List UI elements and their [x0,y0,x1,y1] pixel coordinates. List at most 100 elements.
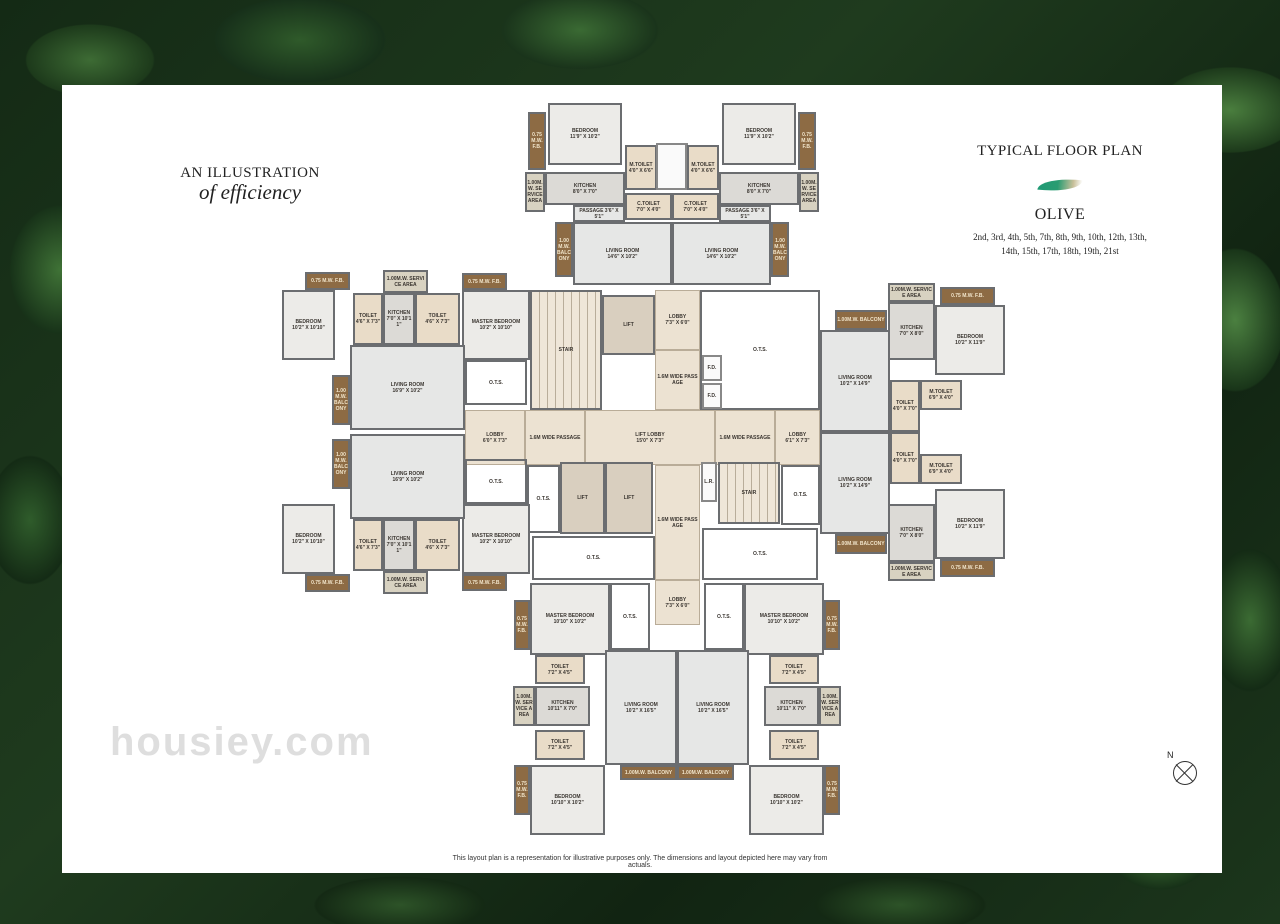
room-dimensions: 10'2" X 16'5" [698,707,728,714]
room-label: 1.00M.W. SERVICE AREA [386,275,425,288]
room-dimensions: 4'0" X 6'6" [628,167,654,174]
room-label: C.TOILET [684,200,707,207]
room-label: BEDROOM [554,794,581,800]
room-dimensions: 10'2" X 10'10" [292,539,325,545]
room-label: MASTER BEDROOM [545,613,595,619]
room-label: KITCHEN [573,182,597,189]
room-dimensions: 7'0" X 4'0" [636,206,661,213]
top-right-balcony: 1.00M.W. BALCONY [771,222,789,277]
core-lift: LIFT [560,462,605,534]
tower-name: OLIVE [1034,206,1086,223]
room-label: 0.75 M.W. F.B. [531,132,543,150]
bottom-right-balcony: 0.75 M.W. F.B. [824,765,840,815]
room-label: 1.00M.W. SERVICE AREA [801,180,817,204]
bottom-right-service: 1.00M.W. SERVICE AREA [819,686,841,726]
room-label: 1.00M.W. BALCONY [681,769,730,776]
room-label: BEDROOM [956,518,984,524]
room-label: 1.6M WIDE PASSAGE [719,434,771,441]
right-lower-service: 1.00M.W. SERVICE AREA [888,562,935,581]
room-label: 0.75 M.W. F.B. [951,293,984,299]
room-dimensions: 7'0" X 4'0" [683,206,708,213]
room-label: O.T.S. [489,379,503,386]
room-dimensions: 8'0" X 7'0" [572,188,598,195]
core-ots: O.T.S. [532,536,655,580]
room-label: LIVING ROOM [838,477,872,483]
room-dimensions: 14'6" X 10'2" [706,253,737,260]
room-dimensions: 6'9" X 4'0" [928,395,954,401]
bottom-left-balcony: 1.00M.W. BALCONY [620,765,677,780]
room-dimensions: 16'9" X 10'2" [392,387,423,394]
room-dimensions: 10'10" X 10'2" [767,619,801,625]
room-label: PASSAGE 3'6" X 5'1" [579,207,619,220]
room-dimensions: 10'2" X 16'5" [626,707,656,714]
room-label: KITCHEN [551,700,574,706]
left-lower-service: 1.00M.W. SERVICE AREA [383,571,428,594]
room-label: 1.00M.W. SERVICE AREA [386,576,425,589]
core-lift: LIFT [602,295,655,355]
room-label: LIVING ROOM [696,701,730,708]
room-dimensions: 7'2" X 4'5" [781,669,807,676]
plan-title: TYPICAL FLOOR PLAN [977,143,1143,159]
room-label: 1.00M.W. BALCONY [334,388,348,412]
room-label: M.TOILET [929,389,953,395]
north-compass: N [1167,750,1200,788]
top-right-service: 1.00M.W. SERVICE AREA [799,172,819,212]
room-dimensions: 6'9" X 4'0" [928,469,954,475]
top-left-living: PASSAGE 3'6" X 5'1" [573,205,625,222]
core-shaft: F.D. [702,355,722,381]
room-dimensions: 14'6" X 10'2" [607,253,638,260]
room-dimensions: 10'2" X 10'10" [479,539,513,545]
room-label: LIFT [623,322,634,328]
room-label: MASTER BEDROOM [471,319,521,325]
right-upper-balcony: 0.75 M.W. F.B. [940,287,995,305]
core-ots: O.T.S. [781,465,820,525]
room-dimensions: 7'2" X 4'5" [781,745,807,751]
disclaimer: This layout plan is a representation for… [452,855,828,869]
bottom-left-service: 1.00M.W. SERVICE AREA [513,686,535,726]
plan-header: TYPICAL FLOOR PLAN OLIVE 2nd, 3rd, 4th, … [960,143,1160,258]
room-label: 1.00M.W. BALCONY [624,769,673,776]
room-dimensions: 10'10" X 10'2" [553,619,587,625]
room-label: MASTER BEDROOM [471,533,521,539]
room-label: BEDROOM [956,334,984,340]
room-dimensions: 4'0" X 7'0" [892,406,918,412]
room-label: 1.00M.W. BALCONY [837,541,885,547]
room-dimensions: 11'9" X 10'2" [570,134,600,140]
room-dimensions: 7'2" X 4'5" [547,669,573,676]
room-dimensions: 4'0" X 7'0" [892,458,918,464]
leaf-brushstroke-icon [1037,175,1083,195]
room-label: L.R. [704,479,714,485]
room-label: 0.75 M.W. F.B. [951,565,984,571]
core-ots: O.T.S. [702,528,818,580]
room-label: TOILET [428,539,447,545]
north-label: N [1167,750,1174,760]
left-lower-balcony: 0.75 M.W. F.B. [462,574,507,591]
room-label: TOILET [428,313,447,319]
room-dimensions: 10'2" X 11'9" [955,340,985,346]
room-label: 1.00M.W. BALCONY [773,237,787,262]
room-label: O.T.S. [753,551,767,557]
room-label: 1.00M.W. SERVICE AREA [515,694,533,718]
room-label: LIVING ROOM [390,470,425,477]
room-label: LIVING ROOM [605,247,640,254]
